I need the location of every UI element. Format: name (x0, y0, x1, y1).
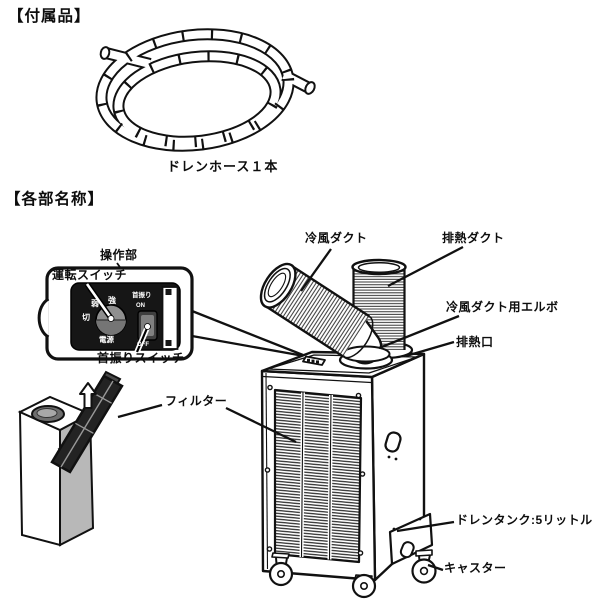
label-filter: フィルター (165, 394, 228, 408)
side-handle-cutout (384, 431, 402, 453)
label-cold-air-duct-elbow: 冷風ダクト用エルボ (446, 300, 559, 314)
callout-pointer-lines (191, 309, 305, 358)
filter-inset-illustration (17, 370, 124, 547)
swing-label-title: 首振り (132, 292, 152, 299)
swing-label-off: OFF (137, 342, 149, 348)
control-panel-callout (37, 266, 194, 361)
pull-up-arrow-icon (79, 382, 97, 409)
panel-bracket (161, 286, 179, 350)
air-conditioner-illustration (259, 258, 437, 599)
label-caster: キャスター (444, 561, 507, 575)
casters (268, 549, 437, 599)
top-control-panel (302, 355, 326, 366)
label-drain-tank: ドレンタンク:5リットル (456, 513, 593, 527)
dial-label-power: 電源 (99, 335, 114, 344)
hose-caption: ドレンホース１本 (167, 159, 279, 174)
drain-hose-illustration (95, 28, 316, 152)
label-exhaust-port: 排熱口 (456, 335, 494, 349)
label-run-switch: 運転スイッチ (52, 268, 128, 282)
front-grille (273, 388, 363, 564)
label-exhaust-duct: 排熱ダクト (442, 231, 505, 245)
swing-label-on: ON (136, 303, 145, 309)
label-swing-switch: 首振りスイッチ (97, 351, 185, 365)
section-title-accessories: 【付属品】 (8, 8, 91, 25)
leader-lines (116, 245, 464, 572)
label-cold-air-duct: 冷風ダクト (305, 231, 368, 245)
section-title-part-names: 【各部名称】 (5, 191, 105, 208)
label-control-panel: 操作部 (100, 248, 138, 262)
cold-air-duct (259, 262, 374, 359)
dial-label-high: 強 (108, 296, 116, 305)
dial-label-low: 弱 (91, 299, 99, 308)
dial-label-off: 切 (82, 313, 90, 322)
panel-screws (264, 384, 366, 556)
